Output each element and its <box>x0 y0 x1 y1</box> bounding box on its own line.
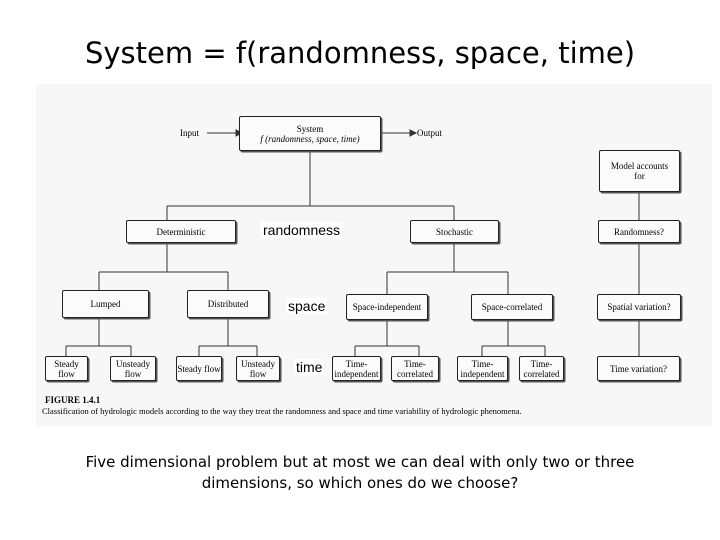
sc-time-correlated-box: Time-correlated <box>519 356 564 381</box>
distributed-box: Distributed <box>187 290 269 318</box>
distributed-label: Distributed <box>207 299 249 309</box>
randomness-overlay-label: randomness <box>261 222 343 238</box>
figure-number: FIGURE 1.4.1 <box>45 395 101 405</box>
space-independent-box: Space-independent <box>346 294 428 320</box>
lumped-box: Lumped <box>62 290 149 318</box>
time-variation-question-box: Time variation? <box>597 356 680 381</box>
model-accounts-for-box: Model accounts for <box>599 150 680 192</box>
time-correlated-label: Time-correlated <box>397 358 433 379</box>
lumped-label: Lumped <box>90 299 121 309</box>
spatial-variation-question-label: Spatial variation? <box>607 302 671 312</box>
lumped-steady-flow-box: Steady flow <box>45 356 88 381</box>
time-independent-label: Time-independent <box>334 358 379 379</box>
input-label: Input <box>180 128 199 138</box>
randomness-question-box: Randomness? <box>598 220 680 243</box>
stochastic-label: Stochastic <box>436 226 473 237</box>
deterministic-box: Deterministic <box>126 220 236 243</box>
slide-body-text: Five dimensional problem but at most we … <box>85 453 635 492</box>
space-correlated-label: Space-correlated <box>481 302 543 312</box>
stochastic-box: Stochastic <box>410 220 499 243</box>
lumped-unsteady-flow-box: Unsteady flow <box>110 356 156 381</box>
hydrologic-model-classification-figure: Input Output System f (randomness, space… <box>36 84 712 426</box>
unsteady-flow-label: Unsteady flow <box>241 358 275 379</box>
deterministic-label: Deterministic <box>156 226 206 237</box>
steady-flow-label: Steady flow <box>54 358 79 379</box>
steady-flow-label: Steady flow <box>177 363 221 374</box>
time-overlay-label: time <box>294 359 325 375</box>
space-independent-label: Space-independent <box>352 302 422 312</box>
distributed-unsteady-flow-box: Unsteady flow <box>236 356 280 381</box>
system-box: System f (randomness, space, time) <box>239 116 381 151</box>
distributed-steady-flow-box: Steady flow <box>176 356 222 381</box>
space-overlay-label: space <box>286 298 328 314</box>
si-time-independent-box: Time-independent <box>332 356 381 381</box>
randomness-question-label: Randomness? <box>614 226 664 237</box>
slide-title: System = f(randomness, space, time) <box>84 36 636 70</box>
space-correlated-box: Space-correlated <box>471 294 553 320</box>
unsteady-flow-label: Unsteady flow <box>116 358 150 379</box>
time-variation-question-label: Time variation? <box>610 363 667 374</box>
output-label: Output <box>417 128 443 138</box>
sc-time-independent-box: Time-independent <box>457 356 508 381</box>
time-independent-label: Time-independent <box>460 358 505 379</box>
system-function-label: f (randomness, space, time) <box>260 133 360 144</box>
model-accounts-for-label: Model accounts for <box>610 161 669 181</box>
figure-caption: Classification of hydrologic models acco… <box>42 406 522 416</box>
tree-connectors <box>65 129 640 356</box>
si-time-correlated-box: Time-correlated <box>391 356 439 381</box>
time-correlated-label: Time-correlated <box>523 358 560 379</box>
spatial-variation-question-box: Spatial variation? <box>597 294 681 320</box>
system-label: System <box>296 123 324 134</box>
